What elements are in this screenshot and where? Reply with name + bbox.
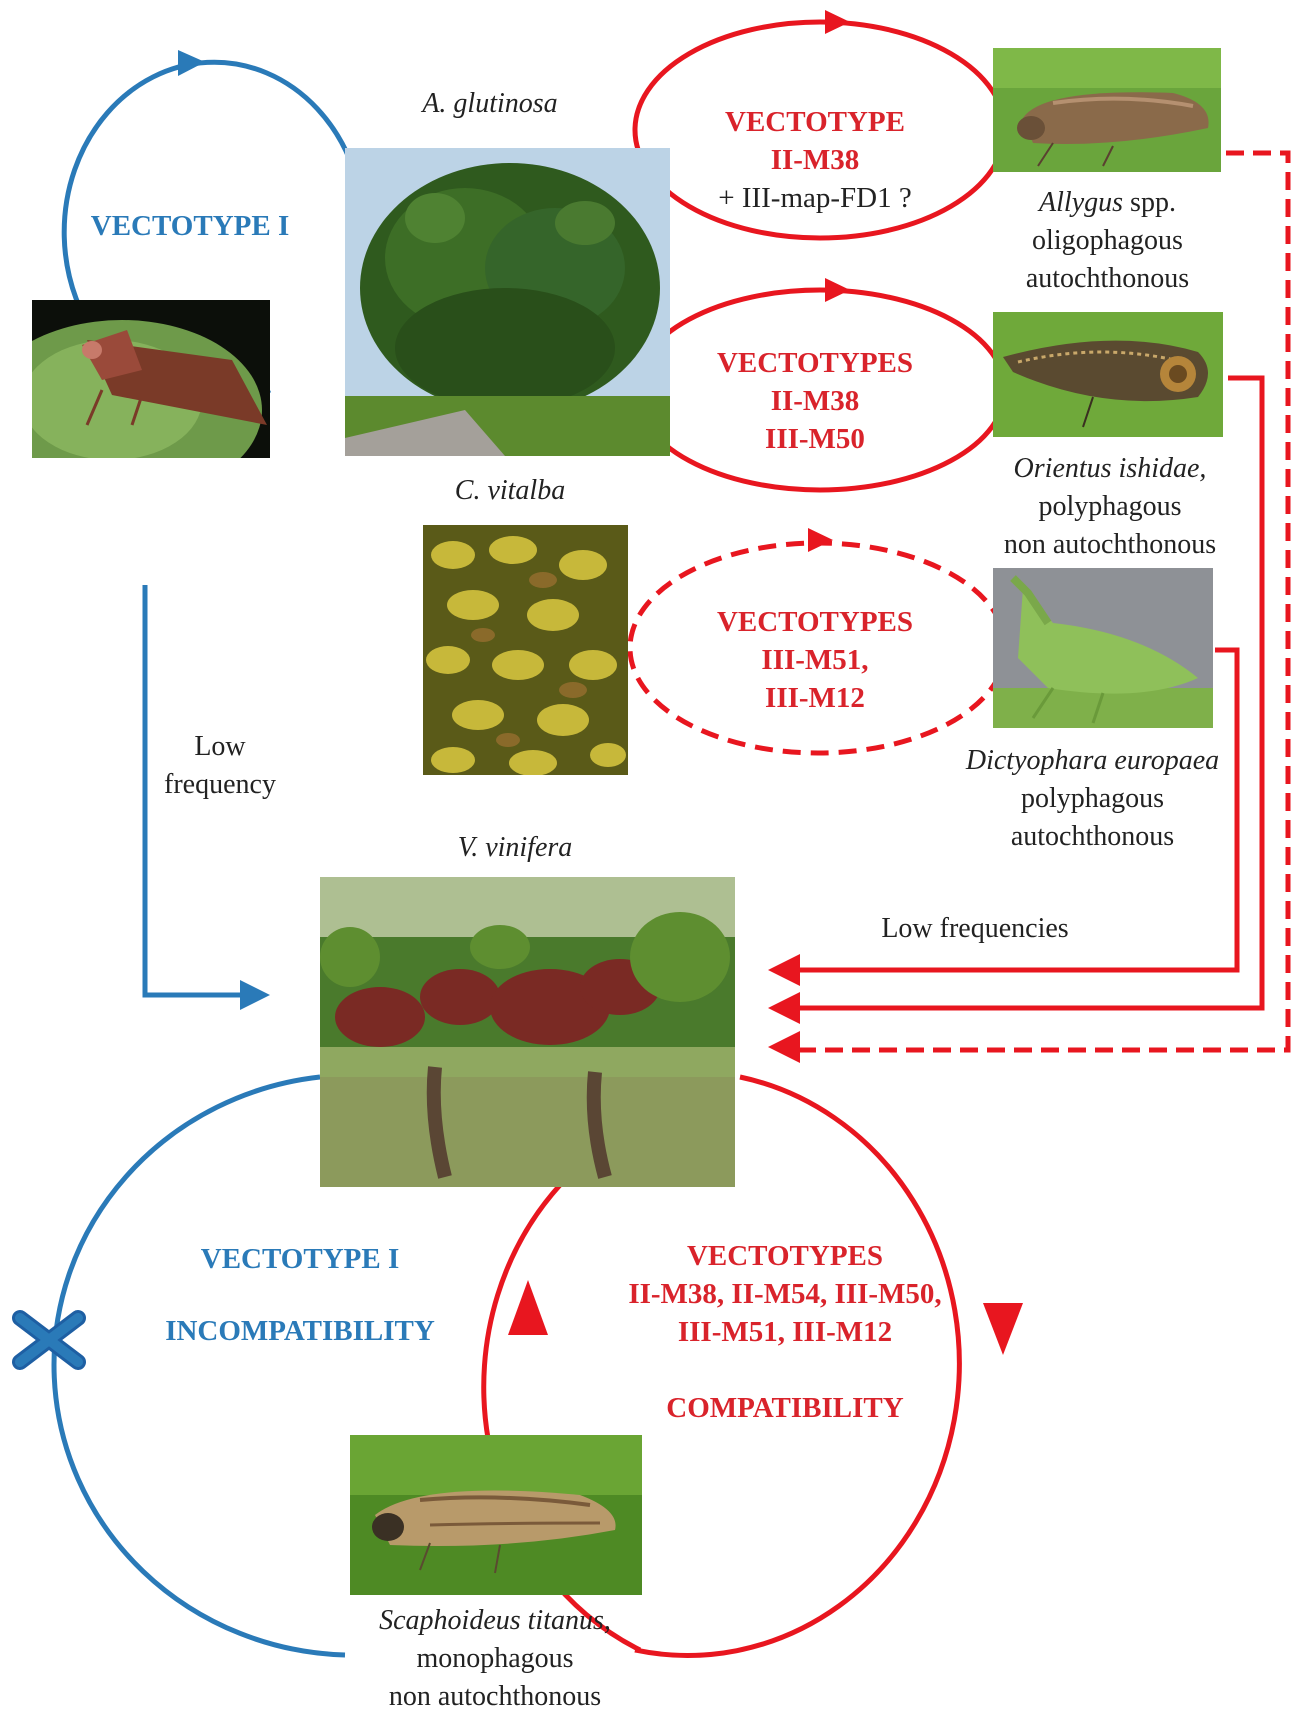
allygus-caption: Allygus spp. oligophagous autochthonous <box>985 184 1230 298</box>
incompatibility-label: INCOMPATIBILITY <box>165 1315 435 1347</box>
low-frequency-line1: Low <box>194 731 246 762</box>
scaphoideus-caption-line2: monophagous <box>416 1643 574 1674</box>
spacer <box>585 1351 985 1389</box>
vine-red-vectotypes-label: VECTOTYPES <box>686 1240 884 1272</box>
orientus-caption-line1: Orientus ishidae, <box>970 450 1250 488</box>
scaphoideus-name: Scaphoideus titanus, <box>379 1605 611 1636</box>
low-frequency-label: Low frequency <box>140 728 300 804</box>
clematis-vitalba-photo <box>423 525 628 775</box>
vine-red-cycle-label: VECTOTYPES II-M38, II-M54, III-M50, III-… <box>585 1237 985 1427</box>
dictyophara-cycle-label: VECTOTYPES III-M51, III-M12 <box>690 603 940 717</box>
alnus-glutinosa-label: A. glutinosa <box>422 88 558 119</box>
dictyophara-name: Dictyophara europaea <box>965 745 1220 776</box>
alnus-glutinosa-photo <box>345 148 670 456</box>
orientus-caption-line2: polyphagous <box>1038 491 1182 522</box>
dictyophara-caption-line3: autochthonous <box>1010 821 1175 852</box>
allygus-photo <box>993 48 1221 172</box>
allygus-spp: spp. <box>1123 187 1176 218</box>
orientus-cycle-line1: VECTOTYPES <box>716 347 914 379</box>
allygus-caption-line3: autochthonous <box>1025 263 1190 294</box>
scaphoideus-titanus-photo <box>350 1435 642 1595</box>
orientus-to-vine-line <box>800 375 1265 1011</box>
allygus-caption-line1: Allygus spp. <box>985 184 1230 222</box>
allygus-genus: Allygus <box>1039 187 1124 218</box>
allygus-cycle-line3: + III-map-FD1 ? <box>718 182 912 214</box>
dictyophara-to-vine-line <box>800 647 1240 973</box>
vine-red-list-line2: III-M51, III-M12 <box>677 1316 893 1348</box>
dictyophara-to-vine-arrowhead <box>768 954 800 986</box>
allygus-to-vine-dashed-line <box>800 150 1291 1053</box>
vine-red-list-line1: II-M38, II-M54, III-M50, <box>628 1278 942 1310</box>
allygus-cycle-arrowhead <box>825 10 850 34</box>
dictyophara-europaea-photo <box>993 568 1213 728</box>
clematis-vitalba-label: C. vitalba <box>454 475 566 506</box>
dictyophara-cycle-line3: III-M12 <box>765 682 865 714</box>
dictyophara-caption: Dictyophara europaea polyphagous autocht… <box>940 742 1245 856</box>
allygus-to-vine-arrowhead <box>768 1031 800 1063</box>
allygus-cycle-line2: II-M38 <box>770 144 860 176</box>
scaphoideus-caption: Scaphoideus titanus, monophagous non aut… <box>340 1602 650 1716</box>
dictyophara-cycle-line1: VECTOTYPES <box>716 606 914 638</box>
dictyophara-cycle-arrowhead <box>808 528 833 552</box>
orientus-cycle-label: VECTOTYPES II-M38 III-M50 <box>690 344 940 458</box>
orientus-name: Orientus ishidae, <box>1013 453 1207 484</box>
allygus-cycle-line1: VECTOTYPE <box>725 106 905 138</box>
vine-blue-cycle-arc <box>51 1074 346 1658</box>
alnus-vectotype-i-label: VECTOTYPE I <box>90 210 290 242</box>
low-frequency-line2: frequency <box>164 769 276 800</box>
dictyophara-caption-line1: Dictyophara europaea <box>940 742 1245 780</box>
blocked-cross-icon <box>12 1310 86 1370</box>
alnus-blue-cycle-arrowhead <box>178 50 205 76</box>
scaphoideus-caption-line1: Scaphoideus titanus, <box>340 1602 650 1640</box>
orientus-cycle-arrowhead <box>825 278 850 302</box>
vine-red-cycle-arrow-up <box>508 1280 548 1335</box>
orientus-cycle-line3: III-M50 <box>765 423 865 455</box>
spacer <box>140 1278 460 1312</box>
allygus-caption-line2: oligophagous <box>1032 225 1183 256</box>
low-frequencies-label: Low frequencies <box>881 913 1069 944</box>
vectotype-i-insect-photo <box>32 300 270 458</box>
dictyophara-cycle-line2: III-M51, <box>761 644 869 676</box>
vitis-vinifera-label: V. vinifera <box>457 832 573 863</box>
allygus-cycle-label: VECTOTYPE II-M38 + III-map-FD1 ? <box>690 103 940 217</box>
orientus-caption-line3: non autochthonous <box>1003 529 1217 560</box>
low-frequency-blue-arrow <box>142 585 245 998</box>
orientus-to-vine-arrowhead <box>768 992 800 1024</box>
dictyophara-caption-line2: polyphagous <box>1020 783 1165 814</box>
vitis-vinifera-photo <box>320 877 735 1187</box>
orientus-caption: Orientus ishidae, polyphagous non autoch… <box>970 450 1250 564</box>
low-frequency-blue-arrowhead <box>240 980 270 1010</box>
vine-red-cycle-arc-right <box>634 1074 962 1658</box>
compatibility-label: COMPATIBILITY <box>666 1392 904 1424</box>
vine-red-cycle-arrow-down <box>983 1303 1023 1355</box>
vine-blue-vectotype-label: VECTOTYPE I <box>200 1243 400 1275</box>
scaphoideus-caption-line3: non autochthonous <box>388 1681 602 1712</box>
vine-blue-cycle-label: VECTOTYPE I INCOMPATIBILITY <box>140 1240 460 1350</box>
orientus-ishidae-photo <box>993 312 1223 437</box>
orientus-cycle-line2: II-M38 <box>770 385 860 417</box>
